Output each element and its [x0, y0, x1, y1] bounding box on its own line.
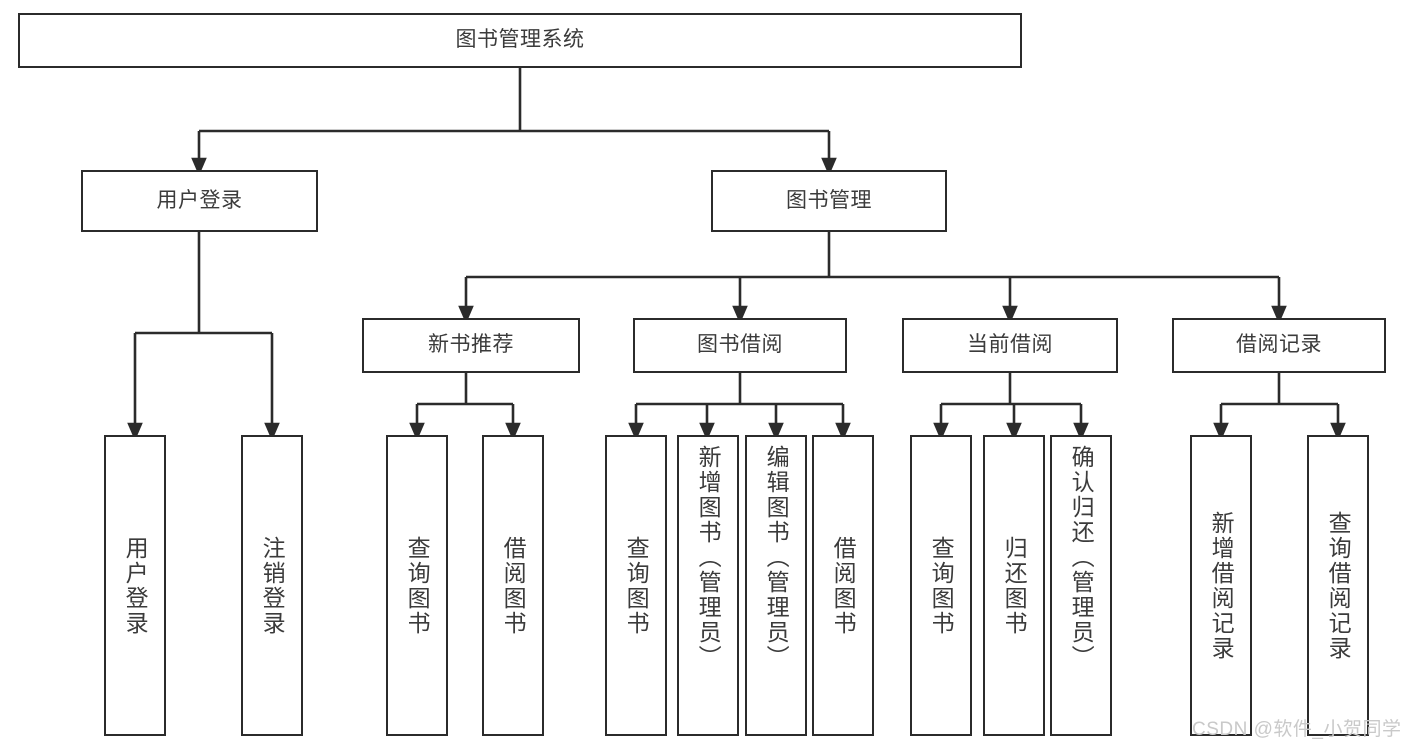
- node-current-borrow[interactable]: 当前借阅: [902, 318, 1118, 373]
- node-label: 用户登录: [156, 188, 243, 212]
- leaf-label: 注销登录: [259, 535, 286, 636]
- leaf-label: 借阅图书: [500, 535, 527, 636]
- leaf-leaf-user-login[interactable]: 用户登录: [104, 435, 166, 736]
- leaf-label: 用户登录: [122, 535, 149, 636]
- leaf-label: 确认归还（管理员）: [1068, 445, 1095, 670]
- leaf-leaf-return-book[interactable]: 归还图书: [983, 435, 1045, 736]
- node-root-label: 图书管理系统: [455, 28, 585, 52]
- node-user-login[interactable]: 用户登录: [81, 170, 318, 232]
- leaf-label: 借阅图书: [830, 535, 857, 636]
- leaf-leaf-confirm-return[interactable]: 确认归还（管理员）: [1050, 435, 1112, 736]
- leaf-label: 归还图书: [1001, 535, 1028, 636]
- node-label: 图书借阅: [697, 333, 783, 357]
- node-book-manage[interactable]: 图书管理: [711, 170, 947, 232]
- node-root[interactable]: 图书管理系统: [18, 13, 1022, 68]
- node-new-book-recommend[interactable]: 新书推荐: [362, 318, 580, 373]
- leaf-leaf-query-book-2[interactable]: 查询图书: [605, 435, 667, 736]
- leaf-label: 编辑图书（管理员）: [763, 445, 790, 670]
- leaf-label: 查询借阅记录: [1325, 510, 1352, 661]
- leaf-leaf-edit-book[interactable]: 编辑图书（管理员）: [745, 435, 807, 736]
- node-borrow-record[interactable]: 借阅记录: [1172, 318, 1386, 373]
- leaf-leaf-borrow-book-2[interactable]: 借阅图书: [812, 435, 874, 736]
- csdn-watermark: CSDN @软件_小贺同学: [1192, 719, 1402, 740]
- node-label: 图书管理: [786, 188, 872, 212]
- leaf-label: 新增图书（管理员）: [695, 445, 722, 670]
- leaf-leaf-borrow-book-1[interactable]: 借阅图书: [482, 435, 544, 736]
- leaf-leaf-query-record[interactable]: 查询借阅记录: [1307, 435, 1369, 736]
- leaf-label: 查询图书: [623, 535, 650, 636]
- leaf-leaf-query-book-1[interactable]: 查询图书: [386, 435, 448, 736]
- leaf-leaf-query-book-3[interactable]: 查询图书: [910, 435, 972, 736]
- leaf-leaf-add-book[interactable]: 新增图书（管理员）: [677, 435, 739, 736]
- leaf-label: 查询图书: [404, 535, 431, 636]
- leaf-label: 新增借阅记录: [1208, 510, 1235, 661]
- node-label: 借阅记录: [1236, 333, 1322, 357]
- leaf-leaf-user-logout[interactable]: 注销登录: [241, 435, 303, 736]
- leaf-leaf-add-record[interactable]: 新增借阅记录: [1190, 435, 1252, 736]
- leaf-label: 查询图书: [928, 535, 955, 636]
- node-label: 当前借阅: [967, 333, 1053, 357]
- node-book-borrow[interactable]: 图书借阅: [633, 318, 847, 373]
- node-label: 新书推荐: [428, 333, 514, 357]
